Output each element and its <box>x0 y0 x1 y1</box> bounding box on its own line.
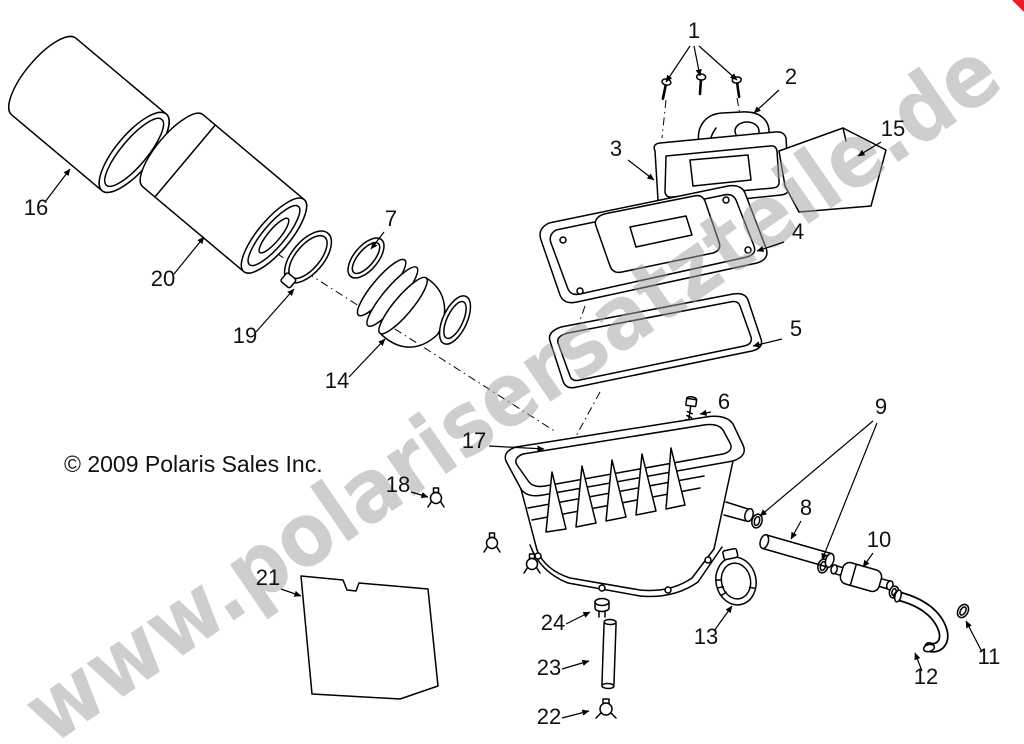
leader-line-15 <box>857 141 882 157</box>
leader-line-14 <box>348 338 386 378</box>
leader-line-2 <box>753 89 780 114</box>
callout-label-10: 10 <box>867 527 891 552</box>
leader-line-16 <box>44 168 71 203</box>
part-24-drain-cap <box>594 597 610 618</box>
leader-line-6 <box>699 409 712 416</box>
part-5-gasket <box>548 292 763 389</box>
callout-label-1: 1 <box>688 18 700 43</box>
part-22-drain-clamp <box>595 698 617 719</box>
leader-line-21 <box>280 588 302 597</box>
part-13-worm-clamp <box>715 547 757 606</box>
leader-line-17 <box>488 445 545 452</box>
part-20-air-filter <box>139 112 308 274</box>
leader-line-7 <box>370 231 385 250</box>
part-14-boot-flange <box>438 295 472 345</box>
part-1-screw <box>731 76 742 99</box>
callout-label-15: 15 <box>881 116 905 141</box>
callout-label-11: 11 <box>978 644 1001 669</box>
callout-label-13: 13 <box>694 624 718 649</box>
callout-label-14: 14 <box>325 368 349 393</box>
callout-label-16: 16 <box>24 195 48 220</box>
leader-line-13 <box>713 605 733 632</box>
callout-label-17: 17 <box>462 428 486 453</box>
part-23-drain-tube <box>601 618 617 690</box>
part-1-screw <box>661 78 672 100</box>
leader-line-9 <box>821 422 878 561</box>
leader-line-9 <box>759 420 874 517</box>
part-21-foam-seal <box>300 575 439 700</box>
callout-label-2: 2 <box>785 64 797 89</box>
part-10-inline-filter <box>830 561 894 593</box>
leader-line-24 <box>565 611 591 625</box>
leader-line-20 <box>173 236 205 275</box>
leader-line-8 <box>790 520 802 540</box>
callout-label-20: 20 <box>151 266 175 291</box>
leader-line-22 <box>561 709 590 719</box>
part-19-clamp <box>280 230 333 289</box>
callout-label-6: 6 <box>718 389 730 414</box>
leader-line-23 <box>561 659 590 670</box>
callout-label-9: 9 <box>875 394 887 419</box>
leader-line-11 <box>965 620 983 653</box>
callout-label-5: 5 <box>790 316 802 341</box>
part-11-clamp <box>956 603 970 619</box>
leader-line-3 <box>627 159 655 181</box>
part-18-clamp <box>483 532 501 553</box>
callout-label-3: 3 <box>610 136 622 161</box>
leader-line-12 <box>914 652 923 672</box>
leader-line-1 <box>665 45 691 83</box>
callout-label-12: 12 <box>914 664 938 689</box>
part-16-precleaner-cover <box>8 35 170 194</box>
part-12-curved-hose <box>893 589 949 653</box>
callout-label-4: 4 <box>792 219 804 244</box>
callout-label-18: 18 <box>386 472 410 497</box>
part-17-airbox-body <box>504 415 754 598</box>
part-18-clamp <box>523 553 541 574</box>
callout-label-7: 7 <box>385 206 397 231</box>
part-8-hose <box>759 534 835 568</box>
leader-line-4 <box>756 241 785 252</box>
part-14-intake-boot <box>356 258 446 348</box>
callout-label-8: 8 <box>800 495 812 520</box>
corner-mark <box>1012 0 1024 12</box>
callout-label-23: 23 <box>537 655 561 680</box>
part-18-clamp <box>427 487 445 508</box>
leader-line-19 <box>255 288 295 333</box>
callout-label-24: 24 <box>541 610 565 635</box>
leader-line-1 <box>693 45 702 77</box>
copyright-text: © 2009 Polaris Sales Inc. <box>64 451 323 477</box>
leader-line-5 <box>752 338 783 348</box>
callout-label-21: 21 <box>256 565 280 590</box>
part-3-cover-plate-gasket <box>653 131 790 208</box>
leader-lines <box>44 45 983 719</box>
leader-line-1 <box>698 45 738 81</box>
leader-line-10 <box>862 552 874 568</box>
callout-label-22: 22 <box>537 704 561 729</box>
part-15-foam-seal <box>778 127 887 213</box>
part-4-airbox-lid <box>539 184 768 304</box>
part-9-hose-clamp <box>751 513 763 529</box>
part-1-screw <box>695 73 707 96</box>
callout-label-19: 19 <box>233 323 257 348</box>
leader-line-18 <box>410 491 429 499</box>
